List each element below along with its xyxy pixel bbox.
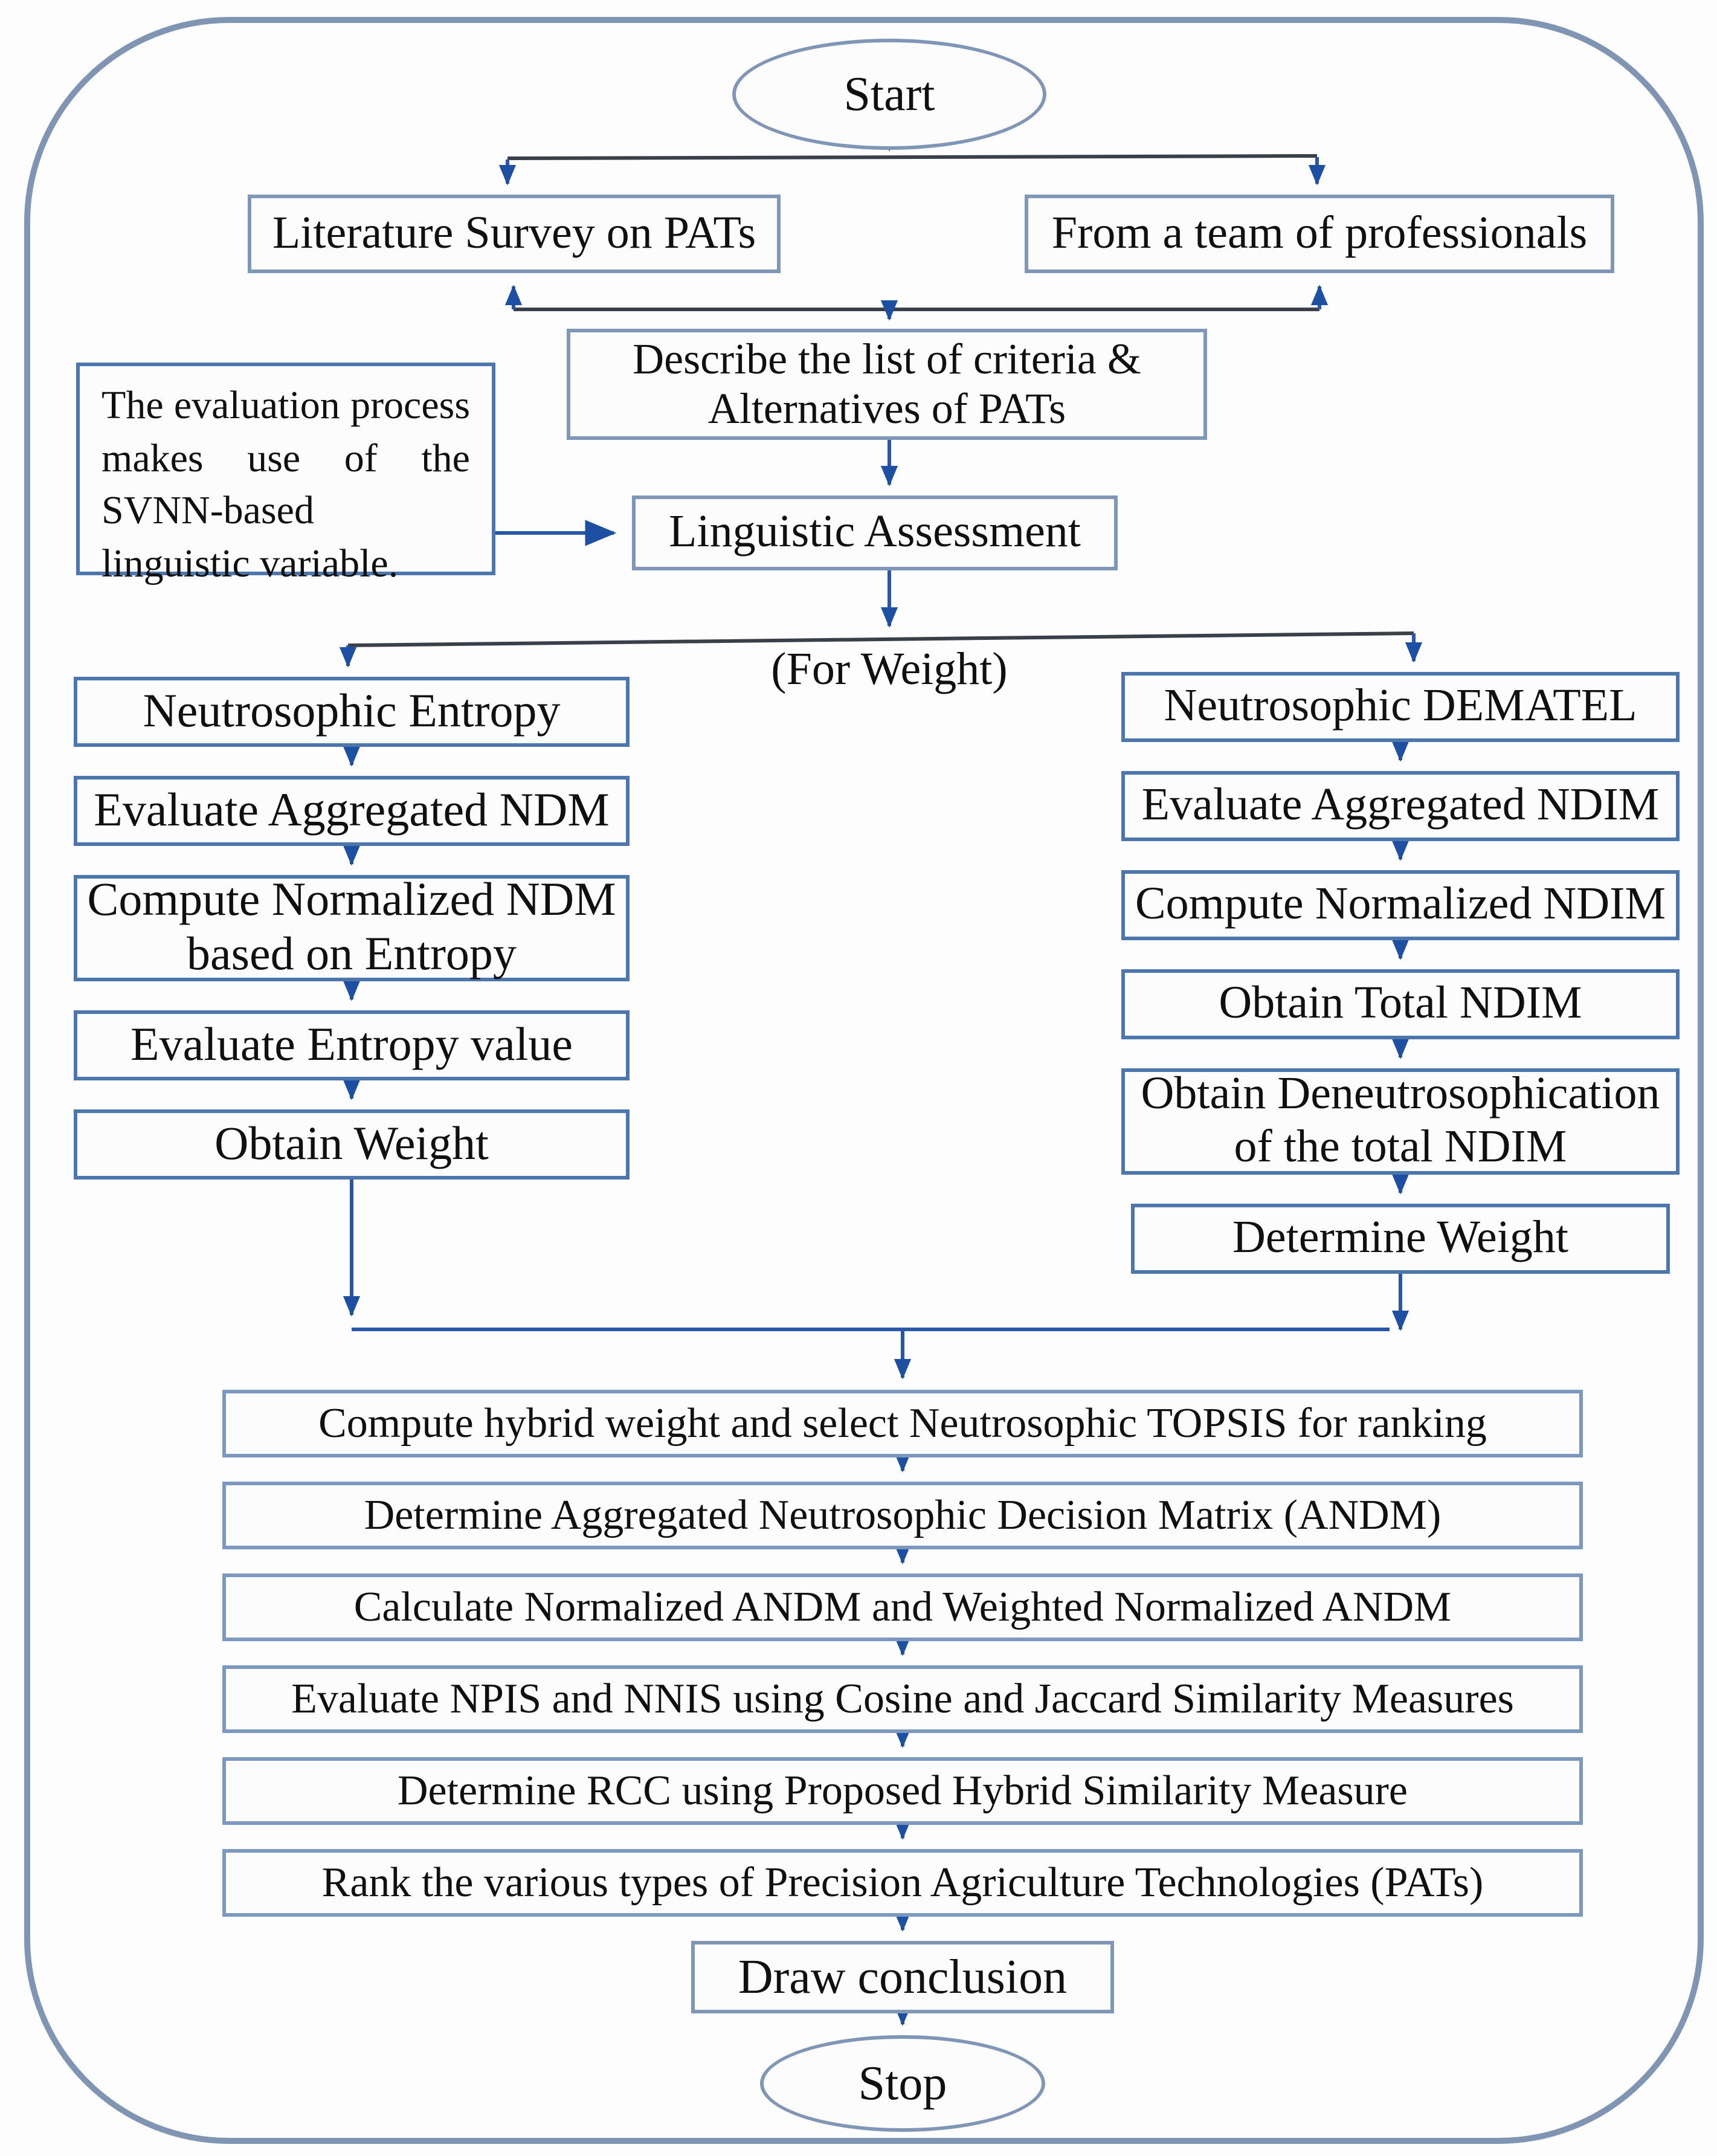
for-weight-label: (For Weight) — [771, 644, 1008, 695]
flow-node-evaluate-aggregated-ndm: Evaluate Aggregated NDM — [74, 776, 630, 846]
flow-node-obtain-deneutrosophication: Obtain Deneutrosophication of the total … — [1121, 1068, 1680, 1175]
flow-node-compute-normalized-ndm: Compute Normalized NDM based on Entropy — [74, 874, 630, 981]
flow-node-draw-conclusion: Draw conclusion — [691, 1941, 1114, 2013]
flow-node-evaluate-aggregated-ndim: Evaluate Aggregated NDIM — [1121, 771, 1680, 841]
dark-split-lines — [347, 154, 1414, 647]
flow-node-rank-pats: Rank the various types of Precision Agri… — [222, 1849, 1583, 1917]
start-terminal: Start — [732, 39, 1046, 150]
flow-node-obtain-weight: Obtain Weight — [74, 1109, 630, 1180]
flow-node-evaluate-npis-nnis: Evaluate NPIS and NNIS using Cosine and … — [222, 1665, 1583, 1733]
outer-rounded-border — [24, 17, 1704, 2144]
flow-node-describe-criteria: Describe the list of criteria & Alternat… — [567, 329, 1207, 440]
flow-node-neutrosophic-entropy: Neutrosophic Entropy — [74, 677, 630, 747]
flow-node-linguistic-assessment: Linguistic Assessment — [632, 495, 1118, 570]
flow-node-team-of-professionals: From a team of professionals — [1025, 195, 1614, 273]
flow-node-determine-weight: Determine Weight — [1131, 1204, 1670, 1274]
flow-node-obtain-total-ndim: Obtain Total NDIM — [1121, 969, 1680, 1039]
flow-node-literature-survey: Literature Survey on PATs — [248, 195, 781, 273]
flow-node-calculate-normalized-andm: Calculate Normalized ANDM and Weighted N… — [222, 1573, 1583, 1641]
stop-terminal: Stop — [760, 2035, 1045, 2132]
flow-node-evaluate-entropy-value: Evaluate Entropy value — [74, 1010, 630, 1080]
flow-node-determine-andm: Determine Aggregated Neutrosophic Decisi… — [222, 1482, 1583, 1549]
note-svnn-linguistic-variable: The evaluation process makes use of the … — [76, 363, 495, 586]
flow-node-determine-rcc: Determine RCC using Proposed Hybrid Simi… — [222, 1757, 1583, 1825]
flow-node-compute-hybrid-weight: Compute hybrid weight and select Neutros… — [222, 1390, 1583, 1457]
flow-node-compute-normalized-ndim: Compute Normalized NDIM — [1121, 870, 1680, 940]
flow-node-neutrosophic-dematel: Neutrosophic DEMATEL — [1121, 672, 1680, 742]
